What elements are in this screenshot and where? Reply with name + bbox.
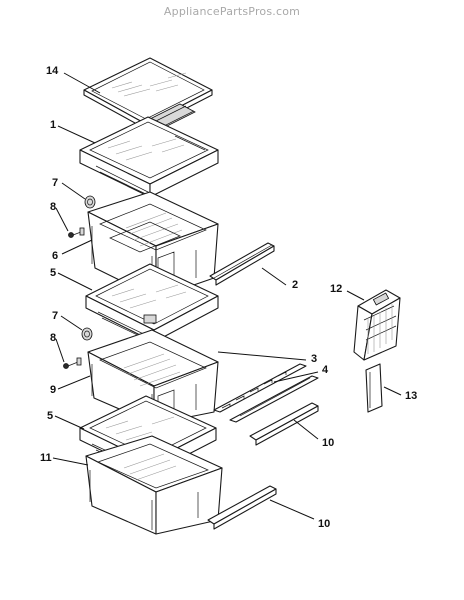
- part-4-slide-assembly[interactable]: [229, 375, 319, 423]
- part-13-insert-panel[interactable]: [365, 363, 383, 413]
- part-8-screw-upper[interactable]: [68, 227, 85, 238]
- callout-3: 3: [311, 353, 317, 365]
- part-1-shelf-frame[interactable]: [79, 116, 219, 198]
- callout-12: 12: [330, 283, 342, 295]
- callout-6: 6: [52, 250, 58, 262]
- part-3-slide-assembly[interactable]: [213, 363, 307, 413]
- leader-lines: [52, 72, 402, 520]
- part-10-rail-upper[interactable]: [249, 402, 319, 446]
- callout-7: 7: [52, 177, 58, 189]
- watermark: AppliancePartsPros.com: [163, 5, 301, 18]
- callout-5: 5: [47, 410, 53, 422]
- part-14-glass-shelf[interactable]: [83, 57, 213, 133]
- part-7-bearing-upper[interactable]: [84, 195, 96, 209]
- part-7-bearing-lower[interactable]: [81, 327, 93, 341]
- part-12-control-housing[interactable]: [353, 289, 401, 361]
- callout-10: 10: [318, 518, 330, 530]
- callout-8: 8: [50, 201, 56, 213]
- part-2-slide-rail[interactable]: [209, 242, 275, 286]
- callout-13: 13: [405, 390, 417, 402]
- callout-11: 11: [40, 452, 52, 464]
- part-11-crisper-drawer-lower[interactable]: [85, 435, 223, 535]
- callout-14: 14: [46, 65, 59, 77]
- callout-2: 2: [292, 279, 298, 291]
- part-10-rail-lower[interactable]: [207, 485, 277, 530]
- callout-10: 10: [322, 437, 334, 449]
- callout-9: 9: [50, 384, 56, 396]
- part-8-screw-lower[interactable]: [63, 357, 82, 369]
- callout-8: 8: [50, 332, 56, 344]
- callout-4: 4: [322, 364, 329, 376]
- callout-7: 7: [52, 310, 58, 322]
- callout-5: 5: [50, 267, 56, 279]
- callout-labels: 14 1 7 8 6 2 5 7 8 9 3 4 12 13 5 11 10 1…: [40, 65, 417, 530]
- callout-1: 1: [50, 119, 56, 131]
